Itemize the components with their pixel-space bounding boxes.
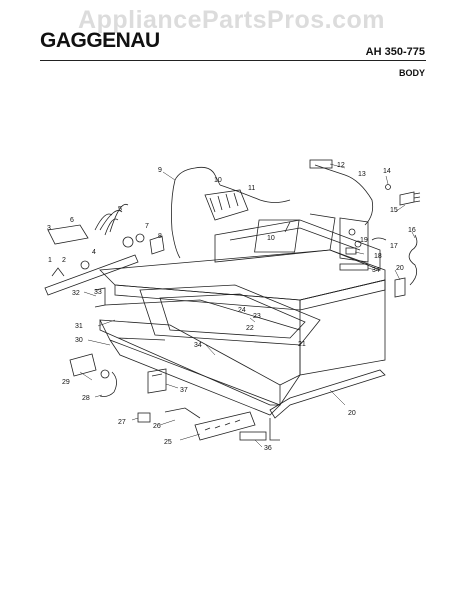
switch-assembly xyxy=(339,217,369,263)
header-rule xyxy=(40,60,426,61)
part-label: 2 xyxy=(62,257,66,264)
bracket xyxy=(394,277,406,298)
plug-parts xyxy=(385,184,421,286)
part-label: 24 xyxy=(238,307,246,314)
part-label: 29 xyxy=(62,379,70,386)
part-label: 11 xyxy=(248,185,255,192)
part-label: 14 xyxy=(383,168,391,175)
part-label: 5 xyxy=(118,206,122,213)
lamp xyxy=(100,369,110,379)
mounting-bracket xyxy=(147,368,167,394)
motor-unit xyxy=(254,213,336,253)
part-label: 27 xyxy=(118,419,126,426)
left-parts xyxy=(44,203,165,296)
part-label: 3 xyxy=(47,225,51,232)
part-label: 20 xyxy=(396,265,404,272)
part-label: 25 xyxy=(164,439,172,446)
small-switch xyxy=(137,412,151,423)
part-label: 7 xyxy=(145,223,149,230)
leader-lines xyxy=(79,163,416,448)
part-label: 19 xyxy=(360,237,368,244)
clip xyxy=(94,287,106,308)
part-label: 10 xyxy=(214,177,222,184)
wiring-harness xyxy=(171,166,291,259)
part-label: 22 xyxy=(246,325,254,332)
part-label: 33 xyxy=(94,289,102,296)
part-label: 31 xyxy=(75,323,83,330)
spring-clip xyxy=(371,237,387,241)
control-buttons xyxy=(204,419,241,431)
part-label: 16 xyxy=(408,227,416,234)
part-label: 34 xyxy=(194,342,202,349)
section-title: BODY xyxy=(398,68,425,78)
part-label: 8 xyxy=(158,233,162,240)
part-label: 28 xyxy=(82,395,90,402)
control-panel xyxy=(194,411,256,441)
model-number: AH 350-775 xyxy=(365,46,425,58)
part-label: 18 xyxy=(374,253,382,260)
part-label: 4 xyxy=(92,249,96,256)
part-label: 26 xyxy=(153,423,161,430)
part-label: 20 xyxy=(348,410,356,417)
part-label: 12 xyxy=(337,162,345,169)
lamp-holder xyxy=(69,353,97,377)
part-label: 17 xyxy=(390,243,398,250)
part-label: 21 xyxy=(298,341,306,348)
light-strip xyxy=(339,263,369,271)
hood-body xyxy=(99,219,386,441)
part-label: 34 xyxy=(372,267,380,274)
part-label: 30 xyxy=(75,337,83,344)
part-label: 32 xyxy=(72,290,80,297)
part-label: 13 xyxy=(358,171,366,178)
watermark: AppliancePartsPros.com xyxy=(78,6,385,34)
part-label: 36 xyxy=(264,445,272,452)
part-label: 1 xyxy=(48,257,52,264)
end-bar xyxy=(239,431,267,441)
part-label: 37 xyxy=(180,387,188,394)
part-label: 15 xyxy=(390,207,398,214)
control-cable xyxy=(164,407,201,419)
power-cable xyxy=(309,159,374,226)
brand-logo: GAGGENAU xyxy=(40,29,160,52)
part-label: 6 xyxy=(70,217,74,224)
part-label: 9 xyxy=(158,167,162,174)
grease-filter xyxy=(204,189,249,221)
part-label: 10 xyxy=(267,235,275,242)
part-label: 23 xyxy=(253,313,261,320)
lamp-cable xyxy=(99,371,117,397)
